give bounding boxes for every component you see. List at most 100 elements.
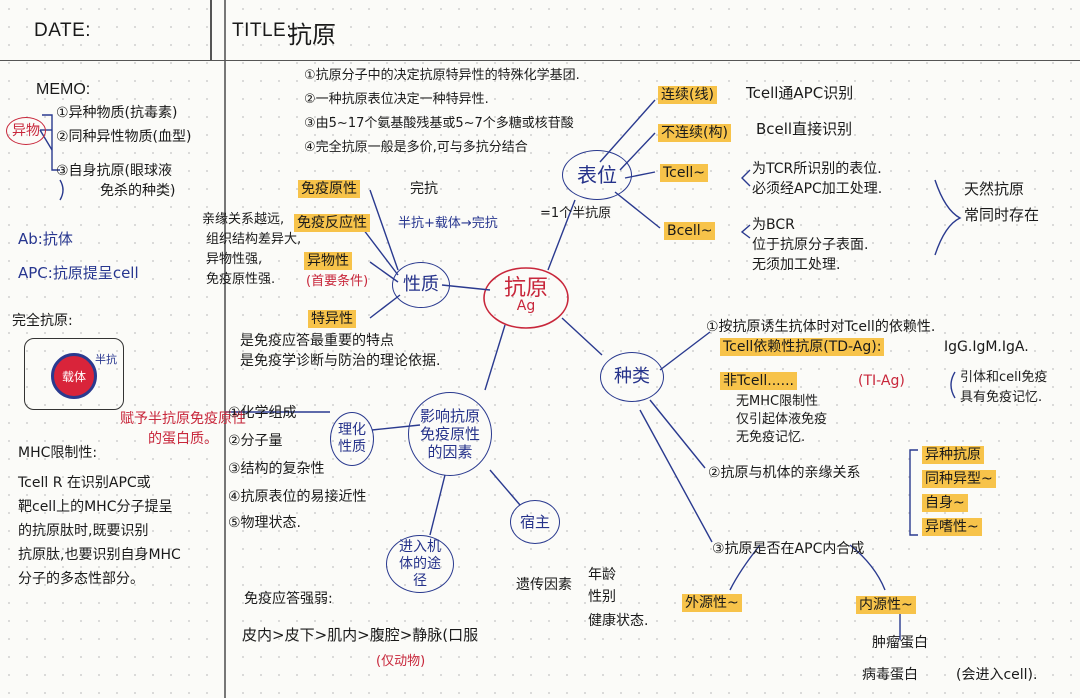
self-antigen: 自身~ xyxy=(922,494,968,512)
immunoreactivity: 免疫反应性 xyxy=(294,214,370,232)
property-label: 性质 xyxy=(403,274,439,295)
host-factor-4: 健康状态. xyxy=(588,613,649,629)
specificity: 特异性 xyxy=(308,310,356,328)
prop-left-1: 亲缘关系越远, xyxy=(202,212,285,227)
complete-antigen-diagram: 载体 半抗 xyxy=(24,338,124,410)
epitope-note-2: ②一种抗原表位决定一种特异性. xyxy=(304,92,489,107)
epitope-note-4: ④完全抗原一般是多价,可与多抗分结合 xyxy=(304,140,528,155)
memo-carrier-note-2: 的蛋白质。 xyxy=(148,431,218,447)
antigen-center: 抗原 Ag xyxy=(486,268,566,324)
type2-title: ②抗原与机体的亲缘关系 xyxy=(708,465,861,481)
physchem-item-3: ③结构的复杂性 xyxy=(228,461,325,477)
bcell-epitope: Bcell~ xyxy=(664,222,716,240)
complete-antigen: 完抗 xyxy=(410,181,438,197)
natural-antigen-2: 常同时存在 xyxy=(964,206,1040,224)
ti-note-3: 无免疫记忆. xyxy=(736,430,806,445)
types-bubble: 种类 xyxy=(600,352,664,402)
factors-label: 影响抗原免疫原性的因素 xyxy=(419,407,480,461)
type3-title: ③抗原是否在APC内合成 xyxy=(712,541,865,557)
antigen-label: 抗原 xyxy=(503,276,548,301)
bcell-note-2: 位于抗原分子表面. xyxy=(752,237,869,253)
tcell-note-1: 为TCR所识别的表位. xyxy=(752,161,882,177)
bcell-note-1: 为BCR xyxy=(752,217,795,233)
ti-antigen: 非Tcell...... xyxy=(720,372,797,390)
mhc-line-6: 分子的多态性部分。 xyxy=(18,571,144,587)
ti-ag-label: (TI-Ag) xyxy=(858,373,905,389)
memo-label: MEMO: xyxy=(36,81,91,98)
date-label: DATE: xyxy=(34,20,92,41)
physchem-item-2: ②分子量 xyxy=(228,433,283,449)
foreignness-sub: (首要条件) xyxy=(306,274,369,289)
memo-divider xyxy=(224,0,226,698)
epitope-count: =1个半抗原 xyxy=(540,206,612,221)
prop-left-2: 组织结构差异大, xyxy=(206,232,302,247)
factors-bubble: 影响抗原免疫原性的因素 xyxy=(408,392,492,476)
host-factor-1: 遗传因素 xyxy=(516,577,572,593)
allogeneic-antigen: 同种异型~ xyxy=(922,470,996,488)
mhc-line-2: Tcell R 在识别APC或 xyxy=(18,475,151,491)
memo-ab: Ab:抗体 xyxy=(18,230,73,248)
memo-carrier-note-1: 赋予半抗原免疫原性 xyxy=(120,411,246,427)
physchem-item-4: ④抗原表位的易接近性 xyxy=(228,489,367,505)
specificity-note-2: 是免疫学诊断与防治的理论依据. xyxy=(240,353,441,369)
immunogenicity: 免疫原性 xyxy=(298,180,360,198)
carrier-circle: 载体 xyxy=(51,353,97,399)
mhc-line-5: 抗原肽,也要识别自身MHC xyxy=(18,547,181,563)
epitope-note-1: ①抗原分子中的决定抗原特异性的特殊化学基团. xyxy=(304,68,580,83)
heterophilic-antigen: 异嗜性~ xyxy=(922,518,982,536)
title-label: TITLE: xyxy=(232,20,293,41)
types-label: 种类 xyxy=(614,366,650,387)
mhc-line-1: MHC限制性: xyxy=(18,445,98,461)
carrier-label: 载体 xyxy=(61,369,86,384)
td-note-2: 具有免疫记忆. xyxy=(960,390,1043,405)
epitope-label: 表位 xyxy=(577,163,617,187)
host-bubble: 宿主 xyxy=(510,500,560,544)
linear-epitope: 连续(线) xyxy=(658,86,717,104)
yiwu-circle: 异物 xyxy=(6,117,46,145)
memo-apc: APC:抗原提呈cell xyxy=(18,264,139,282)
mhc-line-4: 的抗原肽时,既要识别 xyxy=(18,523,149,539)
memo-item-1: ①异种物质(抗毒素) xyxy=(56,105,178,121)
antigen-sub: Ag xyxy=(516,298,536,314)
linear-epitope-note: Tcell通APC识别 xyxy=(746,84,854,102)
memo-item-2: ②同种异性物质(血型) xyxy=(56,129,192,145)
foreignness: 异物性 xyxy=(304,252,352,270)
prop-left-4: 免疫原性强. xyxy=(206,272,276,287)
route-note: (仅动物) xyxy=(376,654,426,669)
mhc-line-3: 靶cell上的MHC分子提呈 xyxy=(18,499,173,515)
conformational-epitope: 不连续(构) xyxy=(658,124,731,142)
hapten-label: 半抗 xyxy=(95,353,117,366)
memo-item-3: ③自身抗原(眼球液 xyxy=(56,163,173,179)
tcell-note-2: 必须经APC加工处理. xyxy=(752,181,883,197)
header-rule xyxy=(0,60,1080,62)
property-bubble: 性质 xyxy=(392,262,450,308)
route-order: 皮内>皮下>肌内>腹腔>静脉(口服 xyxy=(242,626,479,644)
route-title: 免疫应答强弱: xyxy=(244,591,333,607)
specificity-note-1: 是免疫应答最重要的特点 xyxy=(240,333,394,349)
hapten-carrier: 半抗+载体→完抗 xyxy=(398,216,498,231)
td-antigen: Tcell依赖性抗原(TD-Ag): xyxy=(720,338,885,356)
endogenous-note: (会进入cell). xyxy=(956,667,1038,683)
natural-antigen-1: 天然抗原 xyxy=(964,180,1025,198)
ti-note-2: 仅引起体液免疫 xyxy=(736,412,828,427)
td-antibodies: IgG.IgM.IgA. xyxy=(944,339,1029,355)
endogenous-item-1: 肿瘤蛋白 xyxy=(872,635,928,651)
physchem-label: 理化性质 xyxy=(338,422,366,455)
host-label: 宿主 xyxy=(519,513,550,531)
td-note-1: 引体和cell免疫 xyxy=(960,370,1048,385)
physchem-item-1: ①化学组成 xyxy=(228,405,297,421)
header-divider-1 xyxy=(210,0,212,60)
memo-item-3b: 免杀的种类) xyxy=(100,183,176,199)
endogenous-item-2: 病毒蛋白 xyxy=(862,667,918,683)
host-factor-3: 性别 xyxy=(588,589,616,605)
tcell-epitope: Tcell~ xyxy=(660,164,708,182)
bcell-note-3: 无须加工处理. xyxy=(752,257,841,273)
ti-note-1: 无MHC限制性 xyxy=(736,394,819,409)
epitope-note-3: ③由5~17个氨基酸残基或5~7个多糖或核苷酸 xyxy=(304,116,574,131)
type1-title: ①按抗原诱生抗体时对Tcell的依赖性. xyxy=(706,319,936,335)
xenogeneic-antigen: 异种抗原 xyxy=(922,446,984,464)
endogenous-antigen: 内源性~ xyxy=(856,596,916,614)
page-title: 抗原 xyxy=(288,21,336,49)
conformational-epitope-note: Bcell直接识别 xyxy=(756,120,853,138)
